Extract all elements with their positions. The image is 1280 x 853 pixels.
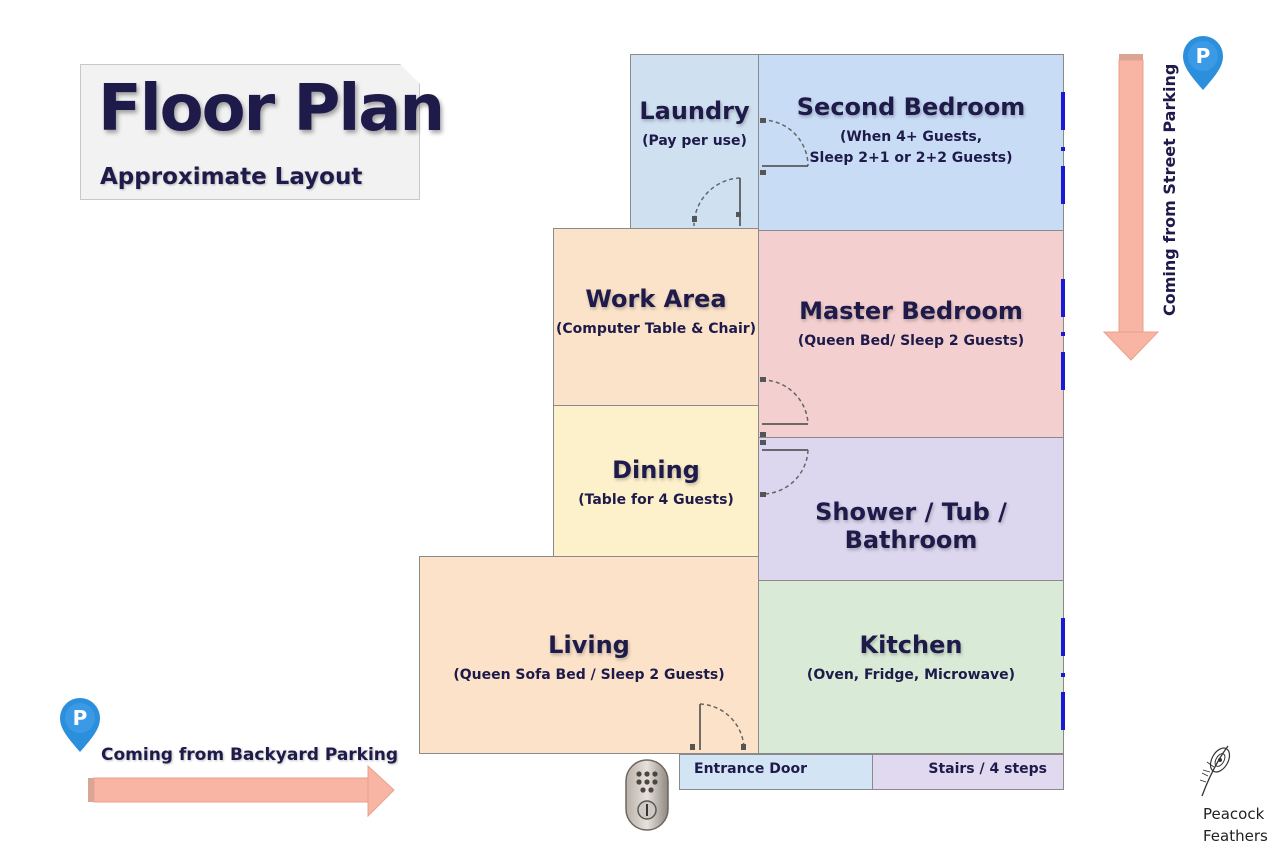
room-note: (Queen Sofa Bed / Sleep 2 Guests) <box>453 667 725 683</box>
room-note: Sleep 2+1 or 2+2 Guests) <box>809 150 1013 166</box>
window <box>1061 92 1065 130</box>
room-note: (When 4+ Guests, <box>839 129 983 145</box>
brand-line-2: Feathers <box>1203 827 1268 845</box>
brand-name: Peacock Feathers <box>1203 803 1268 847</box>
door-swing-laundry <box>692 177 741 227</box>
room-master-bedroom: Master Bedroom (Queen Bed/ Sleep 2 Guest… <box>758 230 1064 438</box>
window <box>1061 692 1065 730</box>
room-note: (Pay per use) <box>642 133 747 149</box>
window-divider <box>1061 147 1065 151</box>
room-name: Work Area <box>585 285 727 313</box>
page-subtitle: Approximate Layout <box>100 164 363 190</box>
street-parking-label: Coming from Street Parking <box>1160 63 1179 316</box>
room-name: Shower / Tub / Bathroom <box>815 498 1007 554</box>
window-divider <box>1061 673 1065 677</box>
room-name: Living <box>548 631 630 659</box>
room-second-bedroom: Second Bedroom (When 4+ Guests, Sleep 2+… <box>758 54 1064 232</box>
room-name: Second Bedroom <box>796 93 1026 121</box>
door-swing-master-bedroom <box>760 377 809 425</box>
door-swing-bathroom <box>760 432 809 497</box>
backyard-parking-label: Coming from Backyard Parking <box>101 745 399 765</box>
window <box>1061 166 1065 204</box>
backyard-parking-arrow <box>88 764 395 818</box>
room-bathroom: Shower / Tub / Bathroom <box>758 437 1064 581</box>
stairs-strip: Stairs / 4 steps <box>872 754 1064 790</box>
room-note: (Oven, Fridge, Microwave) <box>806 667 1016 683</box>
street-parking-pin-icon: P <box>1183 36 1223 90</box>
room-name: Master Bedroom <box>799 297 1023 325</box>
backyard-parking-pin-icon: P <box>60 698 100 752</box>
room-name: Dining <box>612 456 700 484</box>
peacock-feather-icon <box>1199 745 1231 797</box>
window <box>1061 352 1065 390</box>
street-parking-pin-letter: P <box>1196 44 1211 68</box>
room-living: Living (Queen Sofa Bed / Sleep 2 Guests) <box>419 556 759 754</box>
title-card <box>80 64 420 200</box>
room-kitchen: Kitchen (Oven, Fridge, Microwave) <box>758 580 1064 754</box>
room-work-area: Work Area (Computer Table & Chair) <box>553 228 759 406</box>
street-parking-arrow <box>1102 54 1160 361</box>
window-divider <box>1061 332 1065 336</box>
stairs-label: Stairs / 4 steps <box>928 761 1047 777</box>
room-name: Laundry <box>639 97 750 125</box>
room-note: (Computer Table & Chair) <box>555 321 757 337</box>
room-note: (Queen Bed/ Sleep 2 Guests) <box>797 333 1025 349</box>
backyard-parking-pin-letter: P <box>73 706 88 730</box>
room-name: Kitchen <box>859 631 963 659</box>
room-note: (Table for 4 Guests) <box>578 492 734 508</box>
brand-line-1: Peacock <box>1203 805 1265 823</box>
entrance-strip: Entrance Door <box>679 754 873 790</box>
window <box>1061 618 1065 656</box>
keypad-lock-icon <box>625 759 669 831</box>
window <box>1061 279 1065 317</box>
entrance-door-label: Entrance Door <box>694 761 807 777</box>
room-dining: Dining (Table for 4 Guests) <box>553 405 759 557</box>
door-swing-second-bedroom <box>760 118 809 175</box>
room-laundry: Laundry (Pay per use) <box>630 54 759 230</box>
page-title: Floor Plan <box>98 72 445 146</box>
door-swing-entrance <box>690 703 746 751</box>
